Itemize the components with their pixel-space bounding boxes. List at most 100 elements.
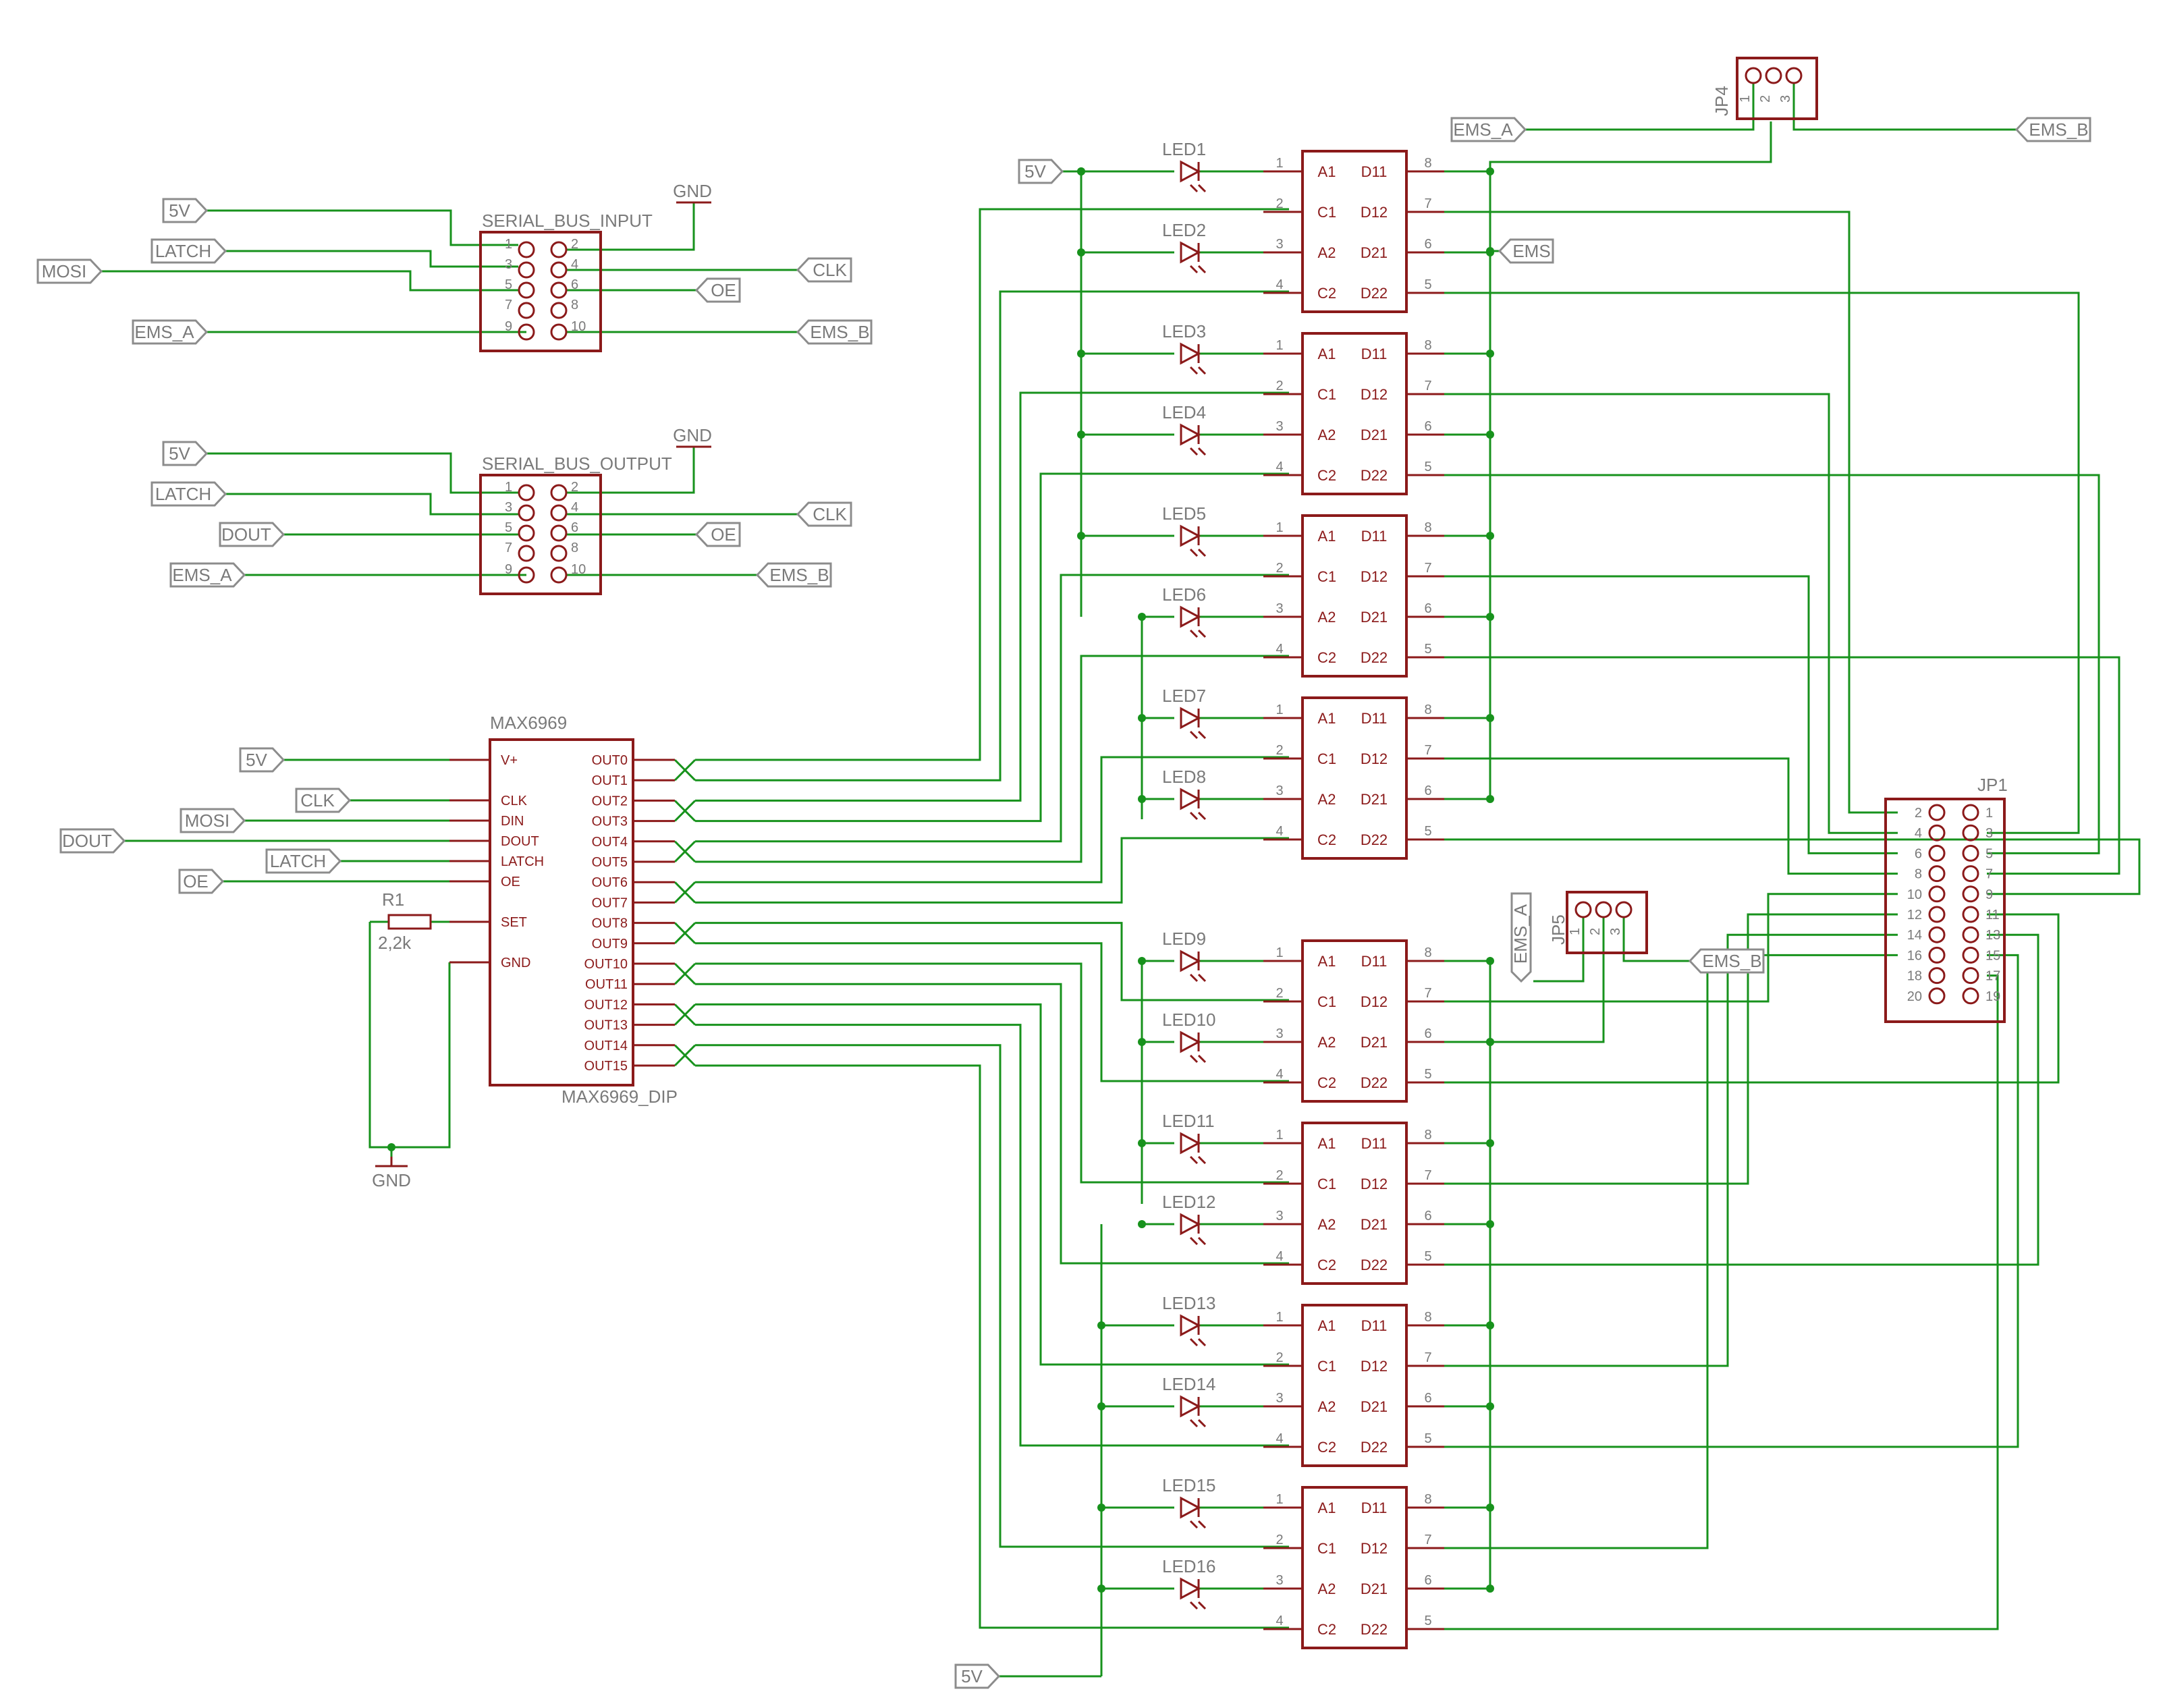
- digit-pin-number: 5: [1424, 460, 1431, 474]
- led-emit-arrow: [1189, 1338, 1199, 1347]
- jp5-pin-number: 1: [1568, 928, 1583, 935]
- digit-pin-label: C1: [1317, 1176, 1336, 1192]
- digit-pin-label: A1: [1318, 163, 1336, 180]
- led-emit-arrow: [1189, 184, 1199, 193]
- wire-out-route: [695, 391, 1289, 802]
- digit-pin-label: C2: [1317, 1621, 1336, 1638]
- ic-pin-label: OE: [501, 875, 520, 889]
- serial_output-pin-pad: [518, 504, 535, 522]
- jp1-pin-pad: [1962, 987, 1979, 1005]
- wire-jp4-ems-a: [1525, 84, 1755, 131]
- jp1-pin-number: 20: [1907, 989, 1922, 1004]
- junction-dot: [1486, 795, 1494, 803]
- ic-value: MAX6969_DIP: [561, 1086, 678, 1107]
- ic-pin-label: OUT10: [584, 957, 628, 972]
- digit-pin-number: 7: [1424, 986, 1431, 1001]
- wire-out-cross: [674, 1044, 696, 1067]
- jp1-pin-number: 3: [1985, 826, 1993, 841]
- jp1-pin-pad: [1962, 865, 1979, 883]
- led-emit-arrow: [1197, 265, 1207, 274]
- wire-d22-return: [1444, 933, 2039, 1266]
- net-5v-flag: [162, 198, 209, 223]
- digit-pin-number: 7: [1424, 561, 1431, 576]
- wire-out-cross: [674, 759, 696, 781]
- digit-pin-label: D21: [1361, 791, 1388, 808]
- digit-pin-label: C2: [1317, 831, 1336, 848]
- digit-pin-label: D22: [1361, 1621, 1388, 1638]
- serial_output-pin-pad: [550, 504, 568, 522]
- digit-pin-number: 3: [1276, 1026, 1283, 1041]
- led-name: LED12: [1162, 1192, 1216, 1212]
- digit-pin-number: 3: [1276, 783, 1283, 798]
- digit-pin-label: D21: [1361, 609, 1388, 626]
- digit-block-body: [1301, 1486, 1408, 1649]
- serial_input-pin-pad: [550, 241, 568, 258]
- junction-dot: [1138, 795, 1146, 803]
- digit-pin-label: D12: [1361, 1540, 1388, 1557]
- digit-pin-number: 6: [1424, 237, 1431, 252]
- wire-out-route: [695, 922, 1289, 1001]
- jp5-pin-pad: [1595, 901, 1612, 918]
- jp4-pin-pad: [1765, 67, 1782, 84]
- digit-pin-label: C2: [1317, 285, 1336, 302]
- gnd-label: GND: [372, 1170, 411, 1190]
- net-oe: OE: [183, 871, 209, 891]
- ic-name: MAX6969: [490, 713, 567, 733]
- digit-pin-label: D22: [1361, 285, 1388, 302]
- led-name: LED14: [1162, 1374, 1216, 1394]
- led-emit-arrow: [1197, 366, 1207, 375]
- jp4-pin-pad: [1785, 67, 1803, 84]
- digit-pin-label: D21: [1361, 244, 1388, 261]
- serial_input-pin-pad: [550, 302, 568, 319]
- ic-pin-label: CLK: [501, 794, 528, 808]
- ic-pin-label: OUT5: [592, 855, 628, 870]
- ic-pin-label: OUT11: [585, 977, 628, 992]
- wire-out-route: [695, 290, 1289, 781]
- net-clk-flag: [295, 788, 352, 813]
- net-5v-flag: [1018, 159, 1064, 184]
- digit-block-body: [1301, 332, 1408, 495]
- jp1-pin-number: 17: [1985, 969, 2000, 984]
- net-5v: 5V: [1024, 161, 1046, 182]
- serial_output-name: SERIAL_BUS_OUTPUT: [482, 453, 672, 474]
- serial_input-pin-number: 7: [505, 298, 512, 312]
- digit-pin-number: 6: [1424, 1391, 1431, 1406]
- digit-pin-label: D21: [1361, 1398, 1388, 1415]
- led-emit-arrow: [1189, 265, 1199, 274]
- led-emit-arrow: [1189, 447, 1199, 456]
- digit-pin-number: 3: [1276, 419, 1283, 434]
- led-diode-triangle: [1180, 1395, 1201, 1418]
- digit-pin-label: D22: [1361, 649, 1388, 666]
- digit-pin-number: 3: [1276, 1391, 1283, 1406]
- digit-pin-label: C1: [1317, 204, 1336, 221]
- wire-gnd-ic: [368, 922, 451, 1149]
- wire-d22-return: [1444, 913, 2060, 1084]
- wire-out-cross: [674, 840, 696, 863]
- led-emit-arrow: [1189, 1236, 1199, 1246]
- jp5-pin-number: 2: [1588, 928, 1603, 935]
- wire-ems-jp4: [1470, 121, 1772, 173]
- led-emit-arrow: [1197, 1338, 1207, 1347]
- net-ems-a: EMS_A: [172, 565, 232, 585]
- digit-pin-number: 1: [1276, 703, 1283, 717]
- serial_input-pin-pad: [518, 302, 535, 319]
- wire-out-route: [695, 1024, 1289, 1447]
- digit-pin-label: D11: [1361, 1499, 1388, 1516]
- wire-out-route: [695, 472, 1289, 823]
- serial_input-name: SERIAL_BUS_INPUT: [482, 211, 653, 231]
- digit-pin-number: 7: [1424, 1350, 1431, 1365]
- wire-d12-return: [1444, 575, 1898, 854]
- digit-pin-label: D12: [1361, 204, 1388, 221]
- net-mosi: MOSI: [42, 261, 86, 281]
- jp1-pin-pad: [1928, 865, 1946, 883]
- junction-dot: [1077, 431, 1085, 439]
- led-emit-arrow: [1197, 973, 1207, 983]
- ic-pin-label: LATCH: [501, 854, 544, 869]
- serial_output-pin-pad: [518, 524, 535, 542]
- digit-pin-label: C1: [1317, 386, 1336, 403]
- jp4-name: JP4: [1711, 86, 1732, 116]
- digit-pin-number: 5: [1424, 1614, 1431, 1628]
- digit-pin-number: 7: [1424, 1168, 1431, 1183]
- led-emit-arrow: [1189, 366, 1199, 375]
